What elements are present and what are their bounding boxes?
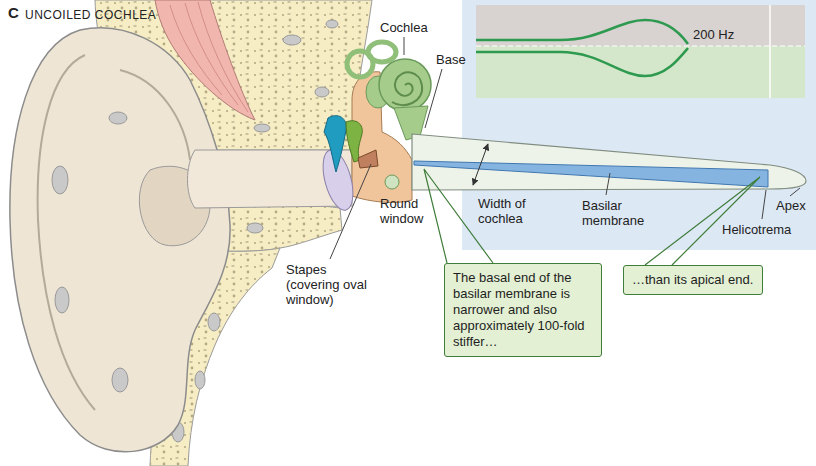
- wave-envelope: [476, 48, 688, 76]
- part-label: Basilar membrane: [582, 198, 654, 228]
- pinna-shadow: [52, 166, 68, 194]
- width-arrow: [473, 144, 488, 185]
- cochlea: [379, 59, 431, 111]
- part-label: Apex: [776, 198, 806, 213]
- callout-text: The basal end of the basilar membrane is…: [453, 270, 593, 350]
- malleus: [324, 116, 346, 172]
- part-label: Round window: [380, 196, 432, 226]
- callout-wedge: [645, 177, 760, 265]
- callout-box: …than its apical end.: [623, 265, 763, 295]
- pinna-shadow: [109, 112, 127, 124]
- graph-apex-line: [769, 5, 771, 98]
- graph-top-band: [476, 5, 805, 46]
- air-cell: [326, 20, 338, 28]
- panel-title: UNCOILED COCHLEA: [25, 8, 156, 23]
- leader-line: [425, 69, 442, 128]
- air-cell: [208, 313, 220, 331]
- cochlea-spiral: [392, 72, 422, 105]
- background-panel: [462, 0, 816, 250]
- air-cell: [315, 87, 329, 97]
- antihelix-fold: [120, 70, 190, 160]
- graph-baseline: [476, 45, 805, 46]
- part-label: Width of cochlea: [478, 196, 552, 226]
- part-label: Stapes (covering oval window): [286, 262, 378, 307]
- uncoiled-cochlea: [412, 134, 806, 190]
- air-cell: [254, 124, 270, 132]
- helix-fold: [38, 55, 95, 410]
- leader-line: [404, 37, 405, 55]
- part-label: Base: [436, 52, 466, 67]
- leader-line: [606, 173, 610, 195]
- air-cell: [195, 371, 205, 389]
- leader-line: [330, 164, 371, 259]
- air-cell: [283, 35, 301, 45]
- leader-line: [762, 190, 766, 219]
- air-cell: [247, 223, 263, 233]
- stapes: [358, 150, 378, 168]
- graph-bottom-band: [476, 46, 805, 98]
- wave-envelope: [476, 20, 688, 44]
- part-label: Cochlea: [380, 20, 428, 35]
- basilar-membrane: [414, 161, 768, 187]
- part-label: 200 Hz: [693, 27, 734, 42]
- round-window: [385, 175, 399, 189]
- callout-text: …than its apical end.: [632, 272, 754, 288]
- pinna: [10, 28, 230, 452]
- pinna-shadow: [112, 368, 128, 392]
- leader-line: [790, 188, 800, 196]
- callout-box: The basal end of the basilar membrane is…: [444, 263, 602, 357]
- pinna-shadow: [55, 287, 69, 313]
- incus: [346, 121, 362, 162]
- part-label: Helicotrema: [722, 222, 791, 237]
- panel-letter: C: [8, 5, 19, 20]
- semicircular-canal: [368, 42, 396, 62]
